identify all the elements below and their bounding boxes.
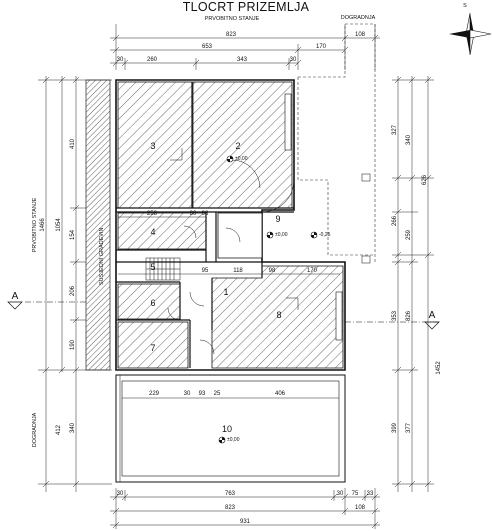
- level-outside: -0,25: [319, 232, 331, 238]
- room-6-number: 6: [150, 298, 155, 308]
- dim-left-340: 340: [70, 422, 76, 433]
- level-room-9: ±0,00: [275, 232, 288, 238]
- section-line: [7, 301, 440, 330]
- addition-outline: [297, 23, 376, 262]
- column-marker: [361, 173, 371, 182]
- dim-in-98: 98: [202, 211, 209, 217]
- interior-walls: [116, 82, 294, 368]
- section-label-left: A: [12, 291, 19, 302]
- dim-left-206: 206: [70, 285, 76, 296]
- dim-bot-108: 108: [355, 505, 366, 511]
- hatched-rooms: [117, 81, 344, 369]
- dim-left-1466: 1466: [40, 218, 46, 232]
- dim-in-258: 258: [147, 211, 158, 217]
- dim-right-353: 353: [392, 310, 398, 321]
- dim-bot-931: 931: [240, 519, 251, 525]
- interior-dimension-lines: [118, 216, 340, 399]
- north-arrow: [449, 12, 492, 56]
- neighbour-wall: [85, 79, 111, 371]
- dim-left-154: 154: [70, 229, 76, 240]
- stair: [145, 257, 181, 281]
- terrace-inner: [121, 380, 340, 477]
- dim-low-406: 406: [275, 391, 286, 397]
- dim-right-340: 340: [406, 134, 412, 145]
- dim-bot-30a: 30: [117, 491, 124, 497]
- dim-in-30: 30: [190, 211, 197, 217]
- drawing-title: TLOCRT PRIZEMLJA: [183, 0, 310, 14]
- terrace-outline: [115, 374, 346, 483]
- dim-left-412: 412: [56, 424, 62, 435]
- dim-top-260: 260: [147, 57, 158, 63]
- dim-bot-33: 33: [367, 491, 374, 497]
- dim-top-108: 108: [355, 32, 366, 38]
- dim-left-1054: 1054: [56, 218, 62, 232]
- dim-right-826: 826: [406, 310, 412, 321]
- dim-right-399: 399: [392, 422, 398, 433]
- level-room-2: ±0,00: [235, 156, 248, 162]
- room-1-number: 1: [223, 287, 228, 297]
- dim-top-343: 343: [237, 57, 248, 63]
- dim-top-823: 823: [226, 32, 237, 38]
- dim-left-190: 190: [70, 339, 76, 350]
- north-label: S: [463, 3, 467, 9]
- dim-top-30a: 30: [117, 57, 124, 63]
- dim-right-626: 626: [422, 174, 428, 185]
- dim-top-30b: 30: [290, 57, 297, 63]
- top-dimension-lines: [110, 24, 380, 70]
- dim-mid-95: 95: [202, 268, 209, 274]
- dim-right-1452: 1452: [436, 361, 442, 375]
- dim-bot-30b: 30: [337, 491, 344, 497]
- label-existing-left: PRVOBITNO STANJE: [32, 197, 38, 252]
- dim-bot-75: 75: [352, 491, 359, 497]
- dim-right-327: 327: [392, 124, 398, 135]
- dim-low-30: 30: [184, 391, 191, 397]
- section-label-right: A: [429, 310, 436, 321]
- label-neighbour: SUSJEDNI GRADEVIN: [99, 228, 105, 285]
- door-swings: [167, 148, 299, 355]
- dim-low-93: 93: [199, 391, 206, 397]
- column-marker: [361, 255, 371, 264]
- bottom-dimension-lines: [110, 488, 380, 529]
- room-10-number: 10: [222, 424, 232, 434]
- room-2-number: 2: [235, 141, 240, 151]
- room-8-number: 8: [276, 310, 281, 320]
- dim-top-653: 653: [202, 44, 213, 50]
- left-dimension-lines: [38, 76, 112, 492]
- dim-mid-98: 98: [269, 268, 276, 274]
- dim-right-259: 259: [406, 229, 412, 240]
- label-addition-left: DOGRADNJA: [32, 412, 38, 447]
- dim-right-266: 266: [392, 215, 398, 226]
- room-9-number: 9: [275, 214, 280, 224]
- dim-top-170: 170: [316, 44, 327, 50]
- label-existing-top: PRVOBITNO STANJE: [205, 16, 260, 22]
- label-addition-top: DOGRADNJA: [341, 15, 376, 21]
- level-markers: [218, 155, 318, 444]
- dim-mid-170: 170: [307, 268, 318, 274]
- room-3-number: 3: [150, 141, 155, 151]
- dim-left-410: 410: [70, 138, 76, 149]
- dim-bot-823: 823: [225, 505, 236, 511]
- dim-mid-118: 118: [233, 268, 243, 274]
- dim-low-229: 229: [149, 391, 160, 397]
- dim-bot-763: 763: [225, 491, 236, 497]
- room-7-number: 7: [150, 343, 155, 353]
- level-room-10: ±0,00: [227, 437, 240, 443]
- room-4-number: 4: [150, 227, 155, 237]
- dim-low-25: 25: [214, 391, 221, 397]
- room-5-number: 5: [150, 262, 155, 272]
- right-dimension-lines: [392, 76, 434, 492]
- dim-right-377: 377: [406, 422, 412, 433]
